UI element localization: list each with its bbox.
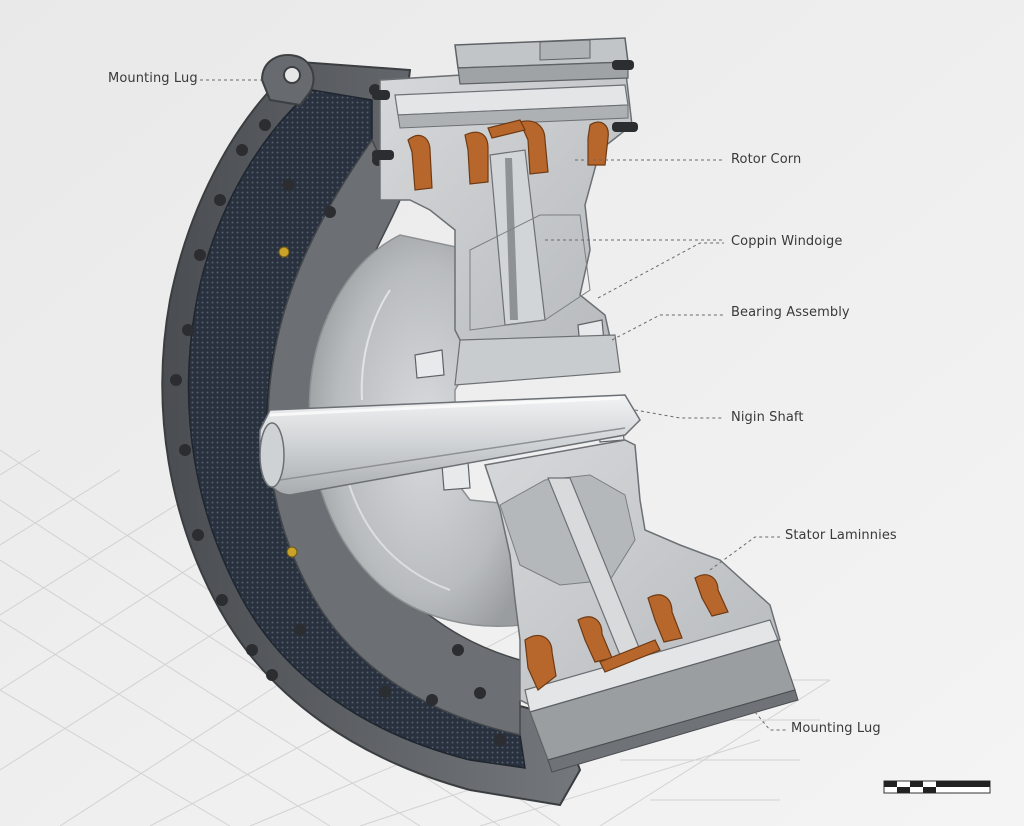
callout-main-shaft: Nigin Shaft (731, 410, 804, 425)
callout-copper-windings: Coppin Windoige (731, 234, 843, 249)
scale-bar-icon (883, 780, 991, 794)
terminal-box (454, 37, 629, 85)
callout-mounting-lug-top: Mounting Lug (108, 71, 198, 86)
copper-windings-bottom (524, 574, 729, 691)
callout-stator-laminations: Stator Laminnies (785, 528, 897, 543)
callout-rotor-core: Rotor Corn (731, 152, 802, 167)
callout-mounting-lug-bottom: Mounting Lug (791, 721, 881, 736)
copper-windings-top (407, 119, 609, 191)
brass-fittings (278, 246, 298, 558)
callout-bearing-assembly: Bearing Assembly (731, 305, 850, 320)
mounting-lug-top-part (260, 54, 315, 107)
leader-lines (200, 79, 786, 731)
rim-bolts (170, 84, 506, 746)
